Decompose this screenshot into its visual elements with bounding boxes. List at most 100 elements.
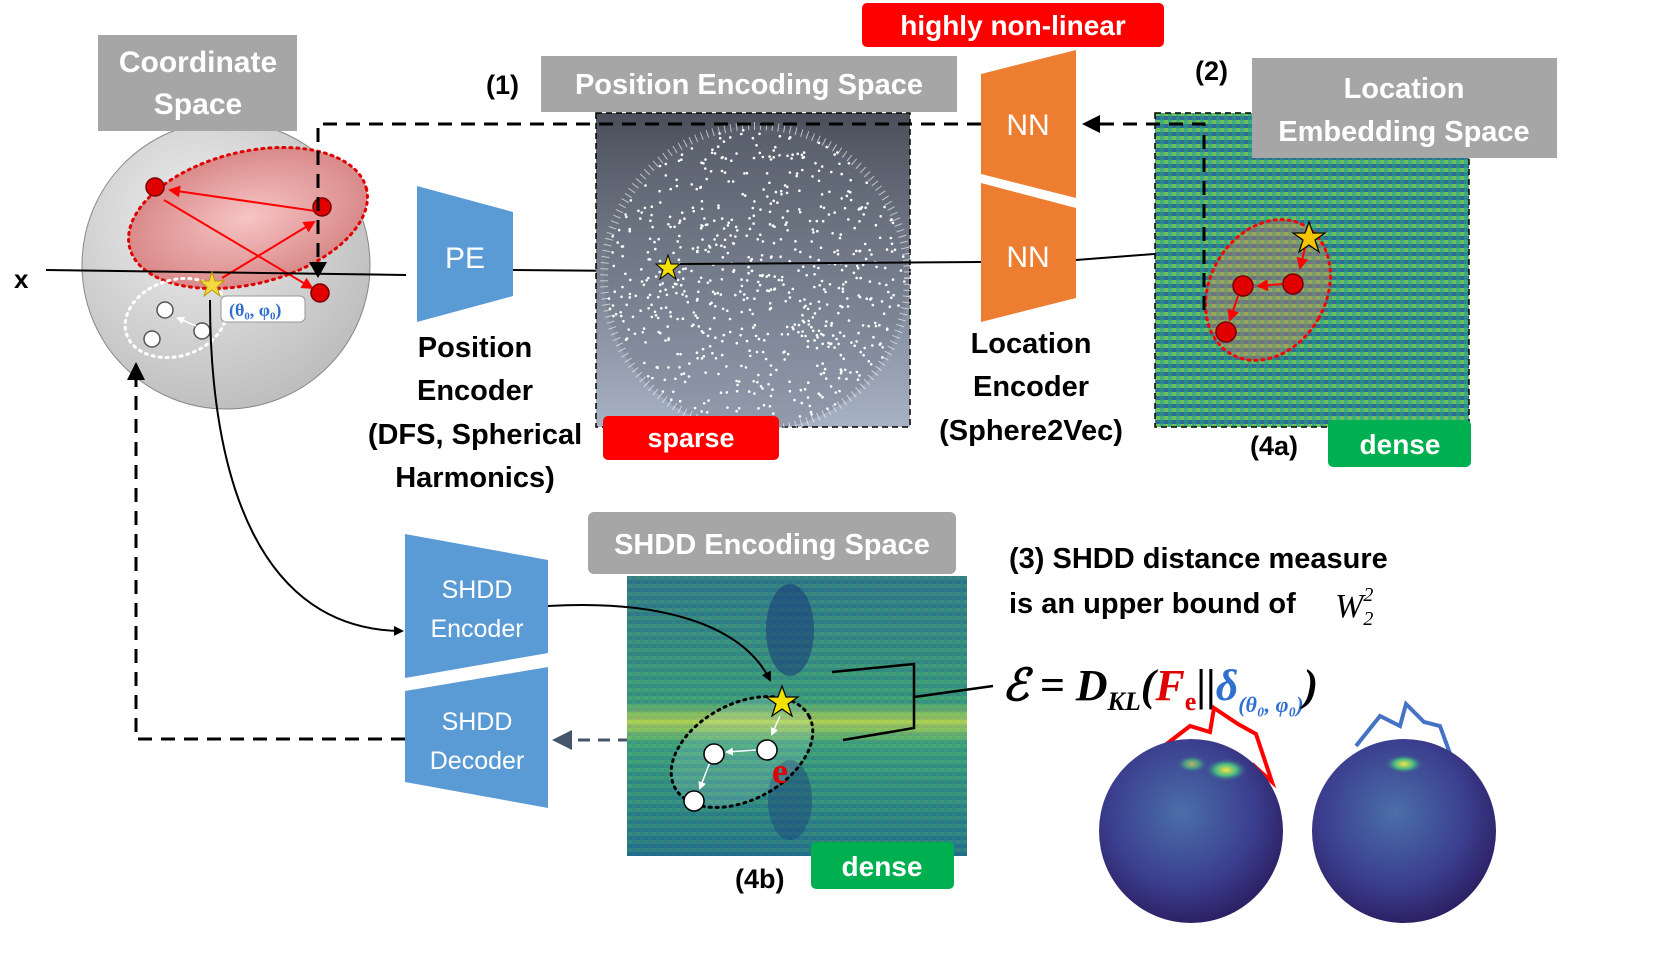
pe-dot bbox=[812, 265, 816, 268]
pe-dot bbox=[847, 319, 851, 322]
pe-dot bbox=[899, 269, 903, 272]
pe-dot bbox=[721, 339, 724, 343]
pe-dot bbox=[777, 278, 781, 282]
shdd-white-point bbox=[703, 743, 725, 765]
pe-dot bbox=[700, 207, 704, 211]
pe-dot bbox=[704, 167, 707, 170]
pe-dot bbox=[735, 152, 738, 155]
pe-dot bbox=[815, 219, 819, 223]
pe-dot bbox=[786, 154, 789, 158]
pe-dot bbox=[883, 266, 887, 270]
pe-dot bbox=[611, 235, 614, 238]
distance-note-line2: is an upper bound of bbox=[1009, 588, 1296, 620]
pe-dot bbox=[642, 283, 646, 287]
pe-dot bbox=[720, 156, 724, 160]
pe-dot bbox=[659, 290, 662, 293]
pe-dot bbox=[871, 344, 874, 347]
pe-dot bbox=[801, 265, 805, 269]
pe-dot bbox=[769, 394, 773, 398]
pe-dot bbox=[807, 319, 810, 323]
pe-dot bbox=[809, 410, 813, 414]
pe-space-title-box bbox=[541, 56, 957, 112]
pe-dot bbox=[855, 370, 859, 374]
pe-dot bbox=[692, 209, 695, 213]
pe-dot bbox=[822, 333, 825, 337]
shdd-space-title: SHDD Encoding Space bbox=[614, 529, 930, 561]
pe-dot bbox=[669, 225, 672, 229]
pe-dot bbox=[696, 246, 700, 249]
pe-dot bbox=[815, 346, 819, 350]
pe-dot bbox=[714, 305, 717, 308]
pe-dot bbox=[821, 342, 824, 346]
pe-dot bbox=[864, 206, 867, 209]
pe-dot bbox=[773, 225, 776, 229]
pe-dot bbox=[728, 330, 732, 334]
red-point bbox=[310, 283, 330, 303]
pe-dot bbox=[667, 223, 670, 226]
pe-dot bbox=[776, 201, 779, 204]
pe-dot bbox=[607, 297, 611, 300]
pe-dot bbox=[613, 290, 617, 294]
pe-dot bbox=[833, 346, 836, 349]
pe-dot bbox=[692, 311, 696, 314]
pe-dot bbox=[685, 295, 688, 298]
pe-dot bbox=[773, 275, 776, 278]
pe-dot bbox=[859, 207, 863, 210]
pe-dot bbox=[717, 206, 720, 210]
pe-dot bbox=[704, 158, 707, 161]
pe-dot bbox=[794, 248, 797, 251]
pe-dot bbox=[639, 309, 642, 313]
pe-dot bbox=[812, 329, 815, 333]
shdd-decoder-line2: Decoder bbox=[430, 747, 525, 775]
pe-dot bbox=[694, 314, 697, 317]
pe-dot bbox=[882, 312, 886, 316]
pe-dot bbox=[768, 223, 772, 226]
coord-arrow bbox=[168, 185, 323, 213]
pe-dot bbox=[843, 206, 847, 210]
pe-dot bbox=[783, 184, 787, 187]
pe-dot bbox=[690, 147, 694, 150]
pe-dot bbox=[625, 303, 628, 307]
shdd-decoder-line1: SHDD bbox=[442, 708, 513, 736]
pe-dot bbox=[743, 172, 746, 175]
pe-dot bbox=[702, 402, 706, 405]
pe-dot bbox=[624, 213, 627, 216]
pe-dot bbox=[706, 334, 710, 338]
pe-dot bbox=[634, 294, 638, 298]
pe-dot bbox=[761, 273, 764, 277]
shdd-white-point bbox=[756, 739, 778, 761]
pe-dot bbox=[647, 307, 650, 310]
pe-dot bbox=[810, 413, 813, 416]
shdd-encoder-line2: Encoder bbox=[430, 615, 523, 643]
pe-block bbox=[417, 186, 513, 322]
coord-arrow bbox=[221, 220, 316, 279]
pe-dot bbox=[768, 155, 771, 158]
shdd-encoder-arrow bbox=[547, 603, 771, 682]
pe-dot bbox=[650, 205, 654, 208]
pe-dot bbox=[667, 337, 670, 340]
pe-dot bbox=[648, 258, 652, 261]
pe-dot bbox=[839, 371, 843, 375]
pe-dot bbox=[809, 302, 812, 306]
pe-dot bbox=[720, 278, 724, 281]
pe-dot bbox=[834, 391, 838, 394]
pe-dot bbox=[833, 153, 836, 156]
location-encoder-line3: (Sphere2Vec) bbox=[939, 415, 1123, 447]
shdd-cluster-region bbox=[669, 695, 815, 809]
pe-dot bbox=[774, 145, 777, 149]
pe-dot bbox=[858, 249, 861, 253]
pe-dot bbox=[838, 331, 842, 334]
pe-dot bbox=[646, 296, 650, 299]
pe-dot bbox=[669, 187, 672, 191]
pe-dot bbox=[839, 233, 843, 236]
pe-dot bbox=[737, 407, 741, 410]
pe-dot bbox=[740, 284, 744, 288]
pe-dot bbox=[893, 248, 897, 252]
pe-dot bbox=[824, 377, 828, 380]
pe-dot bbox=[701, 347, 705, 351]
pe-dot bbox=[791, 287, 795, 291]
loc-star bbox=[1291, 220, 1327, 254]
pe-caption-line1: Position bbox=[418, 332, 532, 364]
pe-dot bbox=[819, 372, 823, 376]
pe-dot bbox=[714, 357, 718, 360]
